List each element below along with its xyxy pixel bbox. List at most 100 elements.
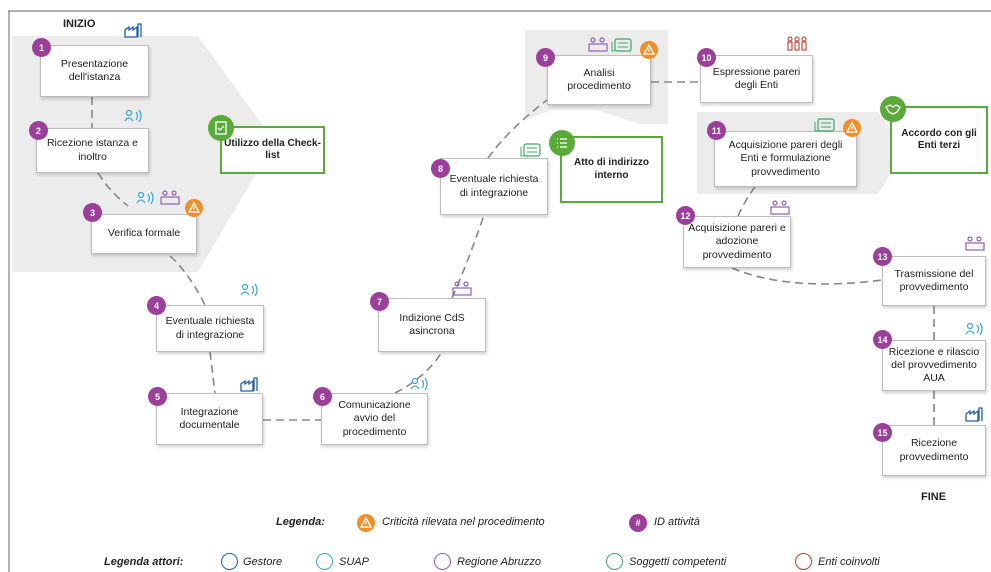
note-internal-act: Atto di indirizzo interno (560, 136, 663, 203)
document-icon (520, 143, 541, 157)
connector-7-8 (451, 214, 485, 299)
list-icon (549, 130, 575, 156)
note-label: Accordo con gli Enti terzi (901, 127, 977, 152)
person-signal-icon (410, 377, 428, 391)
activity-label: Espressione pareri degli Enti (712, 65, 801, 91)
warning-icon (357, 514, 375, 532)
activity-label: Analisi procedimento (567, 66, 631, 92)
activity-id-badge: 11 (707, 121, 726, 140)
document-icon (606, 553, 623, 570)
activity-label: Trasmissione del provvedimento (894, 267, 974, 293)
warning-icon (185, 199, 203, 217)
group-icon (795, 553, 812, 570)
legend-actor-label: Soggetti competenti (629, 556, 727, 568)
activity-id-badge: 10 (697, 48, 716, 67)
activity-id-badge: 6 (313, 387, 332, 406)
activity-label: Verifica formale (107, 227, 181, 240)
connector-6-7 (394, 351, 443, 394)
note-checklist: Utilizzo della Check-list (220, 126, 325, 174)
legend-actor-label: SUAP (339, 556, 369, 568)
activity-box-13: Trasmissione del provvedimento (882, 256, 986, 306)
activity-box-12: Acquisizione pareri e adozione provvedim… (683, 216, 791, 268)
people-icon (588, 37, 608, 52)
handshake-icon (880, 96, 906, 122)
connector-12-13 (731, 267, 883, 285)
note-label: Atto di indirizzo interno (574, 157, 649, 181)
connectors (91, 81, 935, 425)
person-signal-icon (136, 191, 154, 205)
activity-label: Eventuale richiesta di integrazione (449, 173, 539, 199)
activity-id-badge: 15 (873, 423, 892, 442)
activity-label: Eventuale richiesta di integrazione (165, 315, 255, 341)
activity-label: Comunicazione avvio del procedimento (338, 399, 411, 438)
warning-icon (640, 41, 658, 59)
connector-11-12 (737, 186, 756, 217)
activity-box-15: Ricezione provvedimento (882, 425, 986, 476)
group-icon (787, 36, 807, 51)
person-signal-icon (240, 283, 258, 297)
activity-box-10: Espressione pareri degli Enti (700, 55, 813, 103)
connector-2-3 (97, 172, 129, 207)
person-signal-icon (124, 109, 142, 123)
activity-id-badge: 2 (29, 121, 48, 140)
document-icon (814, 118, 835, 132)
end-label: FINE (921, 491, 947, 503)
note-agreement: Accordo con gli Enti terzi (890, 106, 988, 174)
activity-label: Ricezione istanza e inoltro (46, 137, 139, 163)
legend-criticality-label: Criticità rilevata nel procedimento (382, 516, 545, 528)
people-icon (434, 553, 451, 570)
activity-label: Acquisizione pareri degli Enti e formula… (728, 139, 843, 178)
note-label: Utilizzo della Check-list (224, 137, 321, 162)
activity-box-7: Indizione CdS asincrona (378, 298, 486, 352)
legend-actor-label: Regione Abruzzo (457, 556, 541, 568)
activity-box-11: Acquisizione pareri degli Enti e formula… (714, 131, 857, 187)
activity-box-4: Eventuale richiesta di integrazione (156, 305, 264, 352)
activity-id-badge: 13 (873, 247, 892, 266)
legend-actors-title: Legenda attori: (104, 556, 184, 568)
legend-id-label: ID attività (654, 516, 700, 528)
checklist-icon (208, 115, 234, 141)
activity-box-5: Integrazione documentale (156, 393, 263, 445)
activity-label: Ricezione provvedimento (899, 437, 969, 463)
people-icon (452, 281, 472, 296)
activity-label: Acquisizione pareri e adozione provvedim… (688, 222, 786, 261)
activity-label: Ricezione e rilascio del provvedimento A… (888, 345, 980, 385)
factory-icon (965, 407, 983, 422)
activity-id-badge: 5 (148, 387, 167, 406)
people-icon (965, 236, 985, 251)
activity-box-9: Analisi procedimento (547, 55, 651, 105)
factory-icon (221, 553, 238, 570)
activity-id-badge: 4 (147, 296, 166, 315)
activity-label: Integrazione documentale (179, 405, 240, 431)
activity-label: Presentazione dell'istanza (60, 57, 129, 83)
activity-id-badge: 14 (873, 330, 892, 349)
activity-box-14: Ricezione e rilascio del provvedimento A… (882, 340, 986, 391)
legend-id-badge: # (629, 514, 647, 532)
legend-title: Legenda: (276, 516, 325, 528)
activity-id-badge: 12 (676, 206, 695, 225)
person-signal-icon (965, 322, 983, 336)
activity-box-6: Comunicazione avvio del procedimento (321, 393, 428, 445)
activity-label: Indizione CdS asincrona (399, 311, 465, 337)
activity-id-badge: 7 (370, 292, 389, 311)
person-signal-icon (316, 553, 333, 570)
legend-actor-label: Gestore (243, 556, 283, 568)
factory-icon (240, 377, 258, 392)
people-icon (770, 200, 790, 215)
activity-id-badge: 3 (83, 203, 102, 222)
activity-id-badge: 9 (536, 48, 555, 67)
activity-box-1: Presentazione dell'istanza (40, 45, 149, 97)
activity-id-badge: 1 (32, 38, 51, 57)
start-label: INIZIO (63, 18, 96, 30)
activity-box-3: Verifica formale (91, 214, 197, 254)
activity-box-2: Ricezione istanza e inoltro (36, 128, 149, 173)
connector-8-9 (487, 99, 548, 159)
warning-icon (843, 119, 861, 137)
factory-icon (124, 23, 142, 38)
activity-box-8: Eventuale richiesta di integrazione (440, 158, 548, 215)
legend-actor-label: Enti coinvolti (818, 556, 880, 568)
phase-region-agreement-tail (873, 112, 906, 194)
activity-id-badge: 8 (431, 159, 450, 178)
document-icon (611, 38, 632, 52)
